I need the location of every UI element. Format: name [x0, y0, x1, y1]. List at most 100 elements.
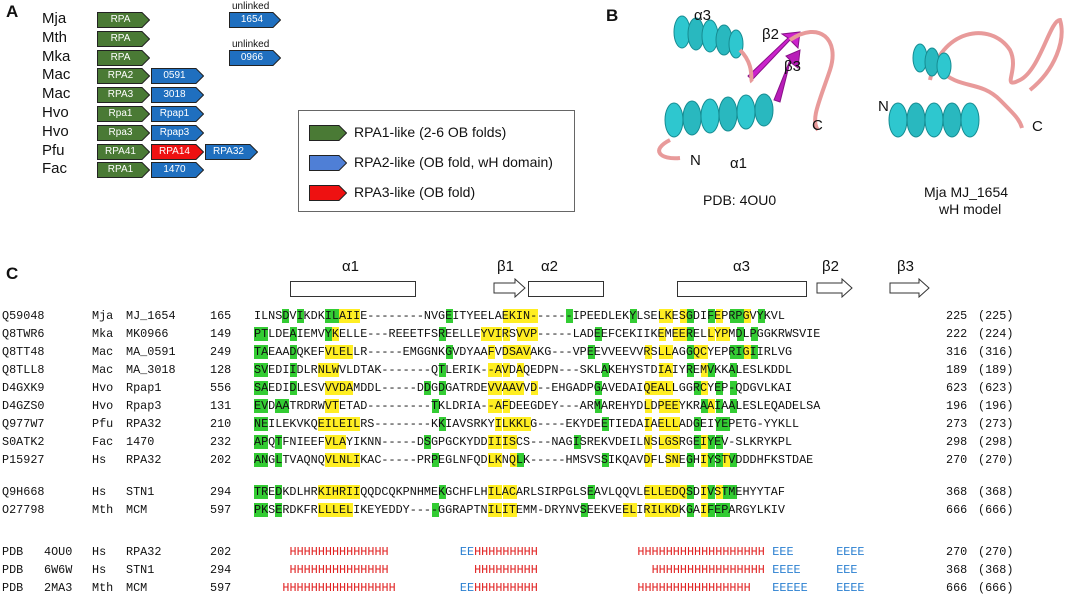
accession: D4GZS0: [2, 399, 45, 413]
length: (368): [978, 563, 1014, 577]
gene-arrow-rpa1: Rpa1: [97, 106, 150, 122]
residue-highlight: [644, 417, 652, 431]
residue-highlight: [601, 363, 609, 377]
gene-arrow-rpa1: RPA: [97, 12, 150, 28]
residue-highlight: [261, 399, 269, 413]
loop-shape-r1: [928, 17, 1064, 92]
residue-highlight: [261, 435, 269, 449]
residue-highlight: [665, 485, 673, 499]
residue-highlight: [495, 503, 503, 517]
residue-highlight: [516, 453, 524, 467]
length: (270): [978, 545, 1014, 559]
residue-highlight: [715, 327, 723, 341]
organism: Pfu: [92, 417, 114, 431]
residue-highlight: [509, 485, 517, 499]
residue-highlight: [339, 485, 347, 499]
start-position: 556: [210, 381, 232, 395]
gene-arrow-unlinked: 0966: [229, 49, 281, 66]
residue-highlight: [516, 381, 524, 395]
gene-name: MJ_1654: [126, 309, 176, 323]
residue-highlight: [488, 363, 496, 377]
residue-highlight: [665, 345, 673, 359]
loop-shape-r2: [938, 68, 1024, 129]
residue-highlight: [488, 381, 496, 395]
strand-run: EEEEE: [772, 581, 808, 595]
residue-highlight: [694, 345, 702, 359]
strand-run: EEE: [836, 563, 858, 577]
residue-highlight: [701, 453, 709, 467]
gene-name: 1470: [126, 435, 155, 449]
residue-highlight: [651, 381, 659, 395]
residue-highlight: [523, 417, 531, 431]
residue-highlight: [275, 435, 283, 449]
organism-label: Mac: [42, 66, 71, 84]
accession: Q9H668: [2, 485, 45, 499]
residue-highlight: [502, 381, 510, 395]
residue-highlight: [530, 327, 538, 341]
caption-mj1654: Mja MJ_1654: [924, 184, 1009, 200]
residue-highlight: [325, 399, 333, 413]
residue-highlight: [488, 345, 496, 359]
residue-highlight: [708, 363, 716, 377]
residue-highlight: [594, 327, 602, 341]
pdb-tag: PDB: [2, 563, 24, 577]
residue-highlight: [587, 485, 595, 499]
end-position: 225: [946, 309, 968, 323]
start-position: 128: [210, 363, 232, 377]
residue-highlight: [424, 435, 432, 449]
residue-highlight: [708, 435, 716, 449]
accession: Q977W7: [2, 417, 45, 431]
pdb-tag: PDB: [2, 581, 24, 595]
legend-arrow-rpa1: [309, 125, 347, 141]
residue-highlight: [502, 485, 510, 499]
residue-highlight: [346, 417, 354, 431]
start-position: 202: [210, 453, 232, 467]
caption-wh-model: wH model: [939, 201, 1002, 217]
residue-highlight: [332, 453, 340, 467]
residue-highlight: [254, 417, 262, 431]
residue-highlight: [644, 503, 652, 517]
residue-highlight: [332, 399, 340, 413]
residue-highlight: [658, 345, 666, 359]
label-n-right: N: [878, 98, 889, 115]
residue-highlight: [672, 503, 680, 517]
residue-highlight: [729, 345, 737, 359]
residue-highlight: [346, 453, 354, 467]
residue-highlight: [580, 503, 588, 517]
length: (298): [978, 435, 1014, 449]
residue-highlight: [658, 309, 666, 323]
helix-alpha1-shape: [664, 93, 774, 138]
label-alpha1: α1: [730, 155, 748, 172]
organism: Hs: [92, 563, 107, 577]
gene-arrow-rpa2: 0591: [151, 68, 204, 85]
residue-highlight: [729, 363, 737, 377]
residue-highlight: [346, 345, 354, 359]
label-beta3: β3: [784, 58, 801, 75]
gene-name: STN1: [126, 563, 155, 577]
gene-arrow-rpa2: RPA32: [205, 143, 258, 160]
residue-highlight: [680, 485, 688, 499]
residue-highlight: [275, 399, 283, 413]
residue-highlight: [254, 363, 262, 377]
residue-highlight: [665, 503, 673, 517]
residue-highlight: [751, 345, 759, 359]
residue-highlight: [325, 327, 333, 341]
residue-highlight: [325, 503, 333, 517]
organism: Hs: [92, 453, 107, 467]
organism: Hvo: [92, 381, 114, 395]
gene-arrow-rpa2: Rpap3: [151, 124, 204, 141]
length: (196): [978, 399, 1014, 413]
residue-highlight: [758, 309, 766, 323]
helix-run: HHHHHHHHH: [474, 563, 538, 577]
residue-highlight: [261, 485, 269, 499]
residue-highlight: [339, 453, 347, 467]
residue-highlight: [729, 399, 737, 413]
ss-arrow-beta1: [493, 278, 526, 298]
label-c-right: C: [1032, 118, 1043, 135]
end-position: 666: [946, 503, 968, 517]
residue-highlight: [644, 345, 652, 359]
pdb-id: 2MA3: [44, 581, 73, 595]
residue-highlight: [708, 309, 716, 323]
